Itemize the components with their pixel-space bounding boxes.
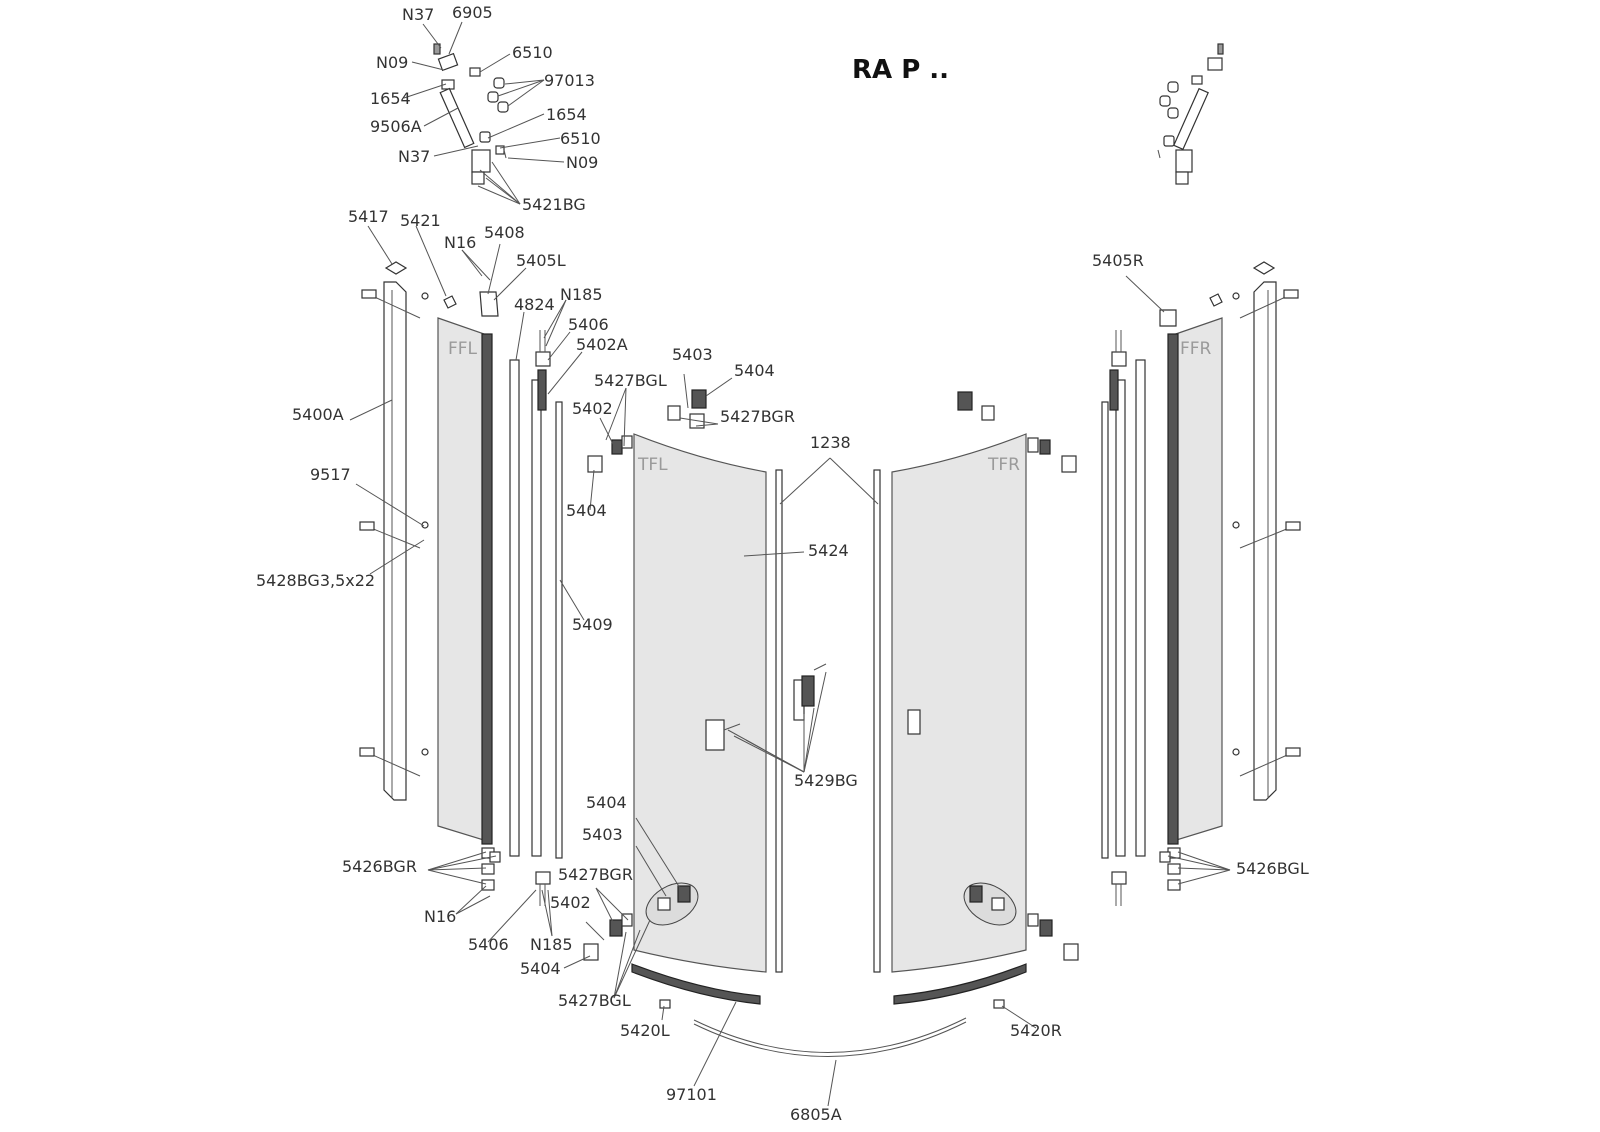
label-5428bg: 5428BG3,5x22	[256, 571, 375, 590]
label-n09-top: N09	[376, 53, 408, 72]
panel-label-ffr: FFR	[1180, 339, 1212, 359]
label-5403-low: 5403	[582, 825, 623, 844]
label-n37-top: N37	[402, 5, 434, 24]
label-5404-bottom: 5404	[520, 959, 561, 978]
left-door-handle-bracket	[705, 663, 827, 751]
label-5402-top: 5402	[572, 399, 613, 418]
label-n37-bottom: N37	[398, 147, 430, 166]
label-6805a: 6805A	[790, 1105, 842, 1124]
leader-lines	[349, 21, 1231, 1107]
label-5427bgl-bottom: 5427BGL	[558, 991, 631, 1010]
label-4824: 4824	[514, 295, 555, 314]
top-left-stabilizer-assembly	[433, 43, 509, 185]
label-6510-bottom: 6510	[560, 129, 601, 148]
label-5406-top: 5406	[568, 315, 609, 334]
left-curved-door	[633, 433, 783, 973]
label-5409: 5409	[572, 615, 613, 634]
label-5427bgr-low: 5427BGR	[558, 865, 633, 884]
label-1654-right: 1654	[546, 105, 587, 124]
label-5403-top: 5403	[672, 345, 713, 364]
label-5420l: 5420L	[620, 1021, 670, 1040]
label-5404-low: 5404	[586, 793, 627, 812]
label-5427bgl-top: 5427BGL	[594, 371, 667, 390]
right-curved-door	[873, 433, 1027, 973]
right-fixed-glass	[1159, 293, 1223, 845]
label-5404-top-right: 5404	[734, 361, 775, 380]
left-bottom-seal	[631, 963, 967, 1057]
label-9506a: 9506A	[370, 117, 422, 136]
label-5405r: 5405R	[1092, 251, 1144, 270]
panel-label-tfr: TFR	[987, 455, 1020, 475]
label-9517: 9517	[310, 465, 351, 484]
left-wall-profile	[359, 261, 429, 801]
part-labels: N37 6905 N09 6510 97013 1654 1654 9506A …	[256, 3, 1309, 1124]
left-fixed-glass	[437, 291, 499, 845]
left-door-lower-rollers	[583, 882, 699, 961]
right-wall-profile	[1232, 261, 1301, 801]
label-5426bgl: 5426BGL	[1236, 859, 1309, 878]
right-bottom-seal	[893, 963, 1027, 1009]
label-6905: 6905	[452, 3, 493, 22]
panel-label-tfl: TFL	[637, 455, 668, 475]
label-97101: 97101	[666, 1085, 717, 1104]
panel-label-ffl: FFL	[448, 339, 478, 359]
label-5408: 5408	[484, 223, 525, 242]
label-5426bgr: 5426BGR	[342, 857, 417, 876]
right-door-lower-rollers	[963, 882, 1079, 961]
right-intermediate-profiles	[1101, 330, 1146, 906]
label-5400a: 5400A	[292, 405, 344, 424]
label-1654-left: 1654	[370, 89, 411, 108]
label-n185-bottom: N185	[530, 935, 573, 954]
label-5402a: 5402A	[576, 335, 628, 354]
left-door-upper-rollers	[587, 389, 707, 473]
label-n09-bottom: N09	[566, 153, 598, 172]
label-n185-top: N185	[560, 285, 603, 304]
top-right-stabilizer-assembly	[1157, 43, 1224, 185]
label-n16-bottom: N16	[424, 907, 456, 926]
label-6510-top: 6510	[512, 43, 553, 62]
label-n16-top: N16	[444, 233, 476, 252]
label-5402-low: 5402	[550, 893, 591, 912]
diagram-title: RA P ..	[852, 55, 949, 85]
label-5427bgr-top: 5427BGR	[720, 407, 795, 426]
right-door-upper-rollers	[957, 391, 1077, 473]
label-5406-bottom: 5406	[468, 935, 509, 954]
label-5421bg: 5421BG	[522, 195, 586, 214]
label-5404-left-mid: 5404	[566, 501, 607, 520]
label-5421: 5421	[400, 211, 441, 230]
label-5429bg: 5429BG	[794, 771, 858, 790]
label-5417: 5417	[348, 207, 389, 226]
right-bottom-hinges	[1159, 847, 1181, 891]
label-5420r: 5420R	[1010, 1021, 1062, 1040]
label-5405l: 5405L	[516, 251, 566, 270]
label-1238: 1238	[810, 433, 851, 452]
label-5424: 5424	[808, 541, 849, 560]
left-intermediate-profiles	[509, 330, 563, 906]
label-97013: 97013	[544, 71, 595, 90]
